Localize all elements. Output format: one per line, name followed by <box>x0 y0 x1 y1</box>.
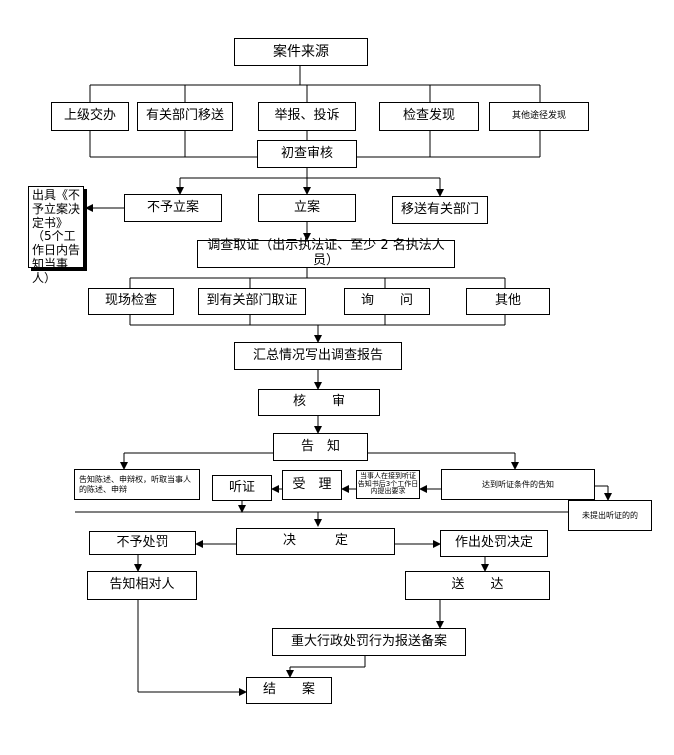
case-source-label: 案件来源 <box>273 43 329 60</box>
hearing-request-label: 当事人在接到听证告知书后3个工作日内提出要求 <box>357 471 419 496</box>
summary-report-label: 汇总情况写出调查报告 <box>252 347 383 363</box>
hearing-conditions-box: 达到听证条件的告知 <box>441 469 595 500</box>
investigate-box: 调查取证（出示执法证、至少 2 名执法人员） <box>197 238 455 268</box>
initial-review-box: 初查审核 <box>257 140 357 168</box>
serve-box: 送 达 <box>405 571 550 600</box>
notify-party-label: 告知相对人 <box>109 577 175 593</box>
transfer-dept-box: 移送有关部门 <box>392 196 488 224</box>
notify-defense-box: 告知陈述、申辩权，听取当事人的陈述、申辩 <box>74 469 200 500</box>
hearing-request-box: 当事人在接到听证告知书后3个工作日内提出要求 <box>356 470 420 499</box>
major-report-label: 重大行政处罚行为报送备案 <box>290 633 447 649</box>
not-filed-label: 不予立案 <box>146 199 199 215</box>
accept-box: 受 理 <box>282 470 342 500</box>
no-penalty-box: 不予处罚 <box>89 531 196 555</box>
notify-box: 告 知 <box>273 433 368 461</box>
penalty-decision-box: 作出处罚决定 <box>440 530 548 557</box>
filed-label: 立案 <box>293 199 320 215</box>
initial-review-label: 初查审核 <box>280 145 333 161</box>
onsite-check-label: 现场检查 <box>104 293 157 309</box>
not-filed-notice-box: 出具《不予立案决定书》（5个工作日内告知当事人） <box>28 186 84 285</box>
superior-assigned-box: 上级交办 <box>51 102 129 131</box>
major-report-box: 重大行政处罚行为报送备案 <box>272 628 466 656</box>
dept-evidence-box: 到有关部门取证 <box>198 288 306 315</box>
other-method-label: 其他 <box>494 293 521 309</box>
not-filed-box: 不予立案 <box>124 194 222 222</box>
close-case-box: 结 案 <box>246 677 332 704</box>
investigate-label: 调查取证（出示执法证、至少 2 名执法人员） <box>207 238 445 268</box>
no-hearing-box: 未提出听证的的 <box>568 500 652 531</box>
transfer-dept-label: 移送有关部门 <box>400 201 479 217</box>
dept-transfer-box: 有关部门移送 <box>137 102 233 131</box>
inquiry-label: 询 问 <box>360 293 413 309</box>
decision-label: 决 定 <box>282 533 348 549</box>
onsite-check-box: 现场检查 <box>88 288 174 315</box>
report-complaint-label: 举报、投诉 <box>274 108 340 124</box>
accept-label: 受 理 <box>292 476 332 492</box>
serve-label: 送 达 <box>451 577 504 593</box>
decision-box: 决 定 <box>236 528 395 555</box>
review-label: 核 审 <box>292 394 345 410</box>
inspection-found-box: 检查发现 <box>379 102 479 131</box>
other-channel-label: 其他途径发现 <box>511 111 566 122</box>
hearing-box: 听证 <box>212 475 272 501</box>
notify-party-box: 告知相对人 <box>87 571 197 600</box>
dept-transfer-label: 有关部门移送 <box>145 108 224 124</box>
inspection-found-label: 检查发现 <box>402 108 455 124</box>
review-box: 核 审 <box>258 389 380 416</box>
report-complaint-box: 举报、投诉 <box>258 102 356 131</box>
case-source-box: 案件来源 <box>234 38 368 66</box>
summary-report-box: 汇总情况写出调查报告 <box>234 342 402 370</box>
other-method-box: 其他 <box>466 288 550 315</box>
no-hearing-label: 未提出听证的的 <box>582 510 638 520</box>
penalty-decision-label: 作出处罚决定 <box>454 535 533 551</box>
other-channel-box: 其他途径发现 <box>489 102 589 131</box>
notify-label: 告 知 <box>300 438 340 454</box>
not-filed-notice-label: 出具《不予立案决定书》（5个工作日内告知当事人） <box>32 188 81 285</box>
superior-assigned-label: 上级交办 <box>63 108 116 124</box>
inquiry-box: 询 问 <box>344 288 430 315</box>
hearing-label: 听证 <box>228 479 255 495</box>
notify-defense-label: 告知陈述、申辩权，听取当事人的陈述、申辩 <box>79 474 191 494</box>
no-penalty-label: 不予处罚 <box>116 534 169 550</box>
dept-evidence-label: 到有关部门取证 <box>206 293 298 309</box>
filed-box: 立案 <box>258 194 356 222</box>
hearing-conditions-label: 达到听证条件的告知 <box>482 479 554 489</box>
close-case-label: 结 案 <box>262 682 315 698</box>
